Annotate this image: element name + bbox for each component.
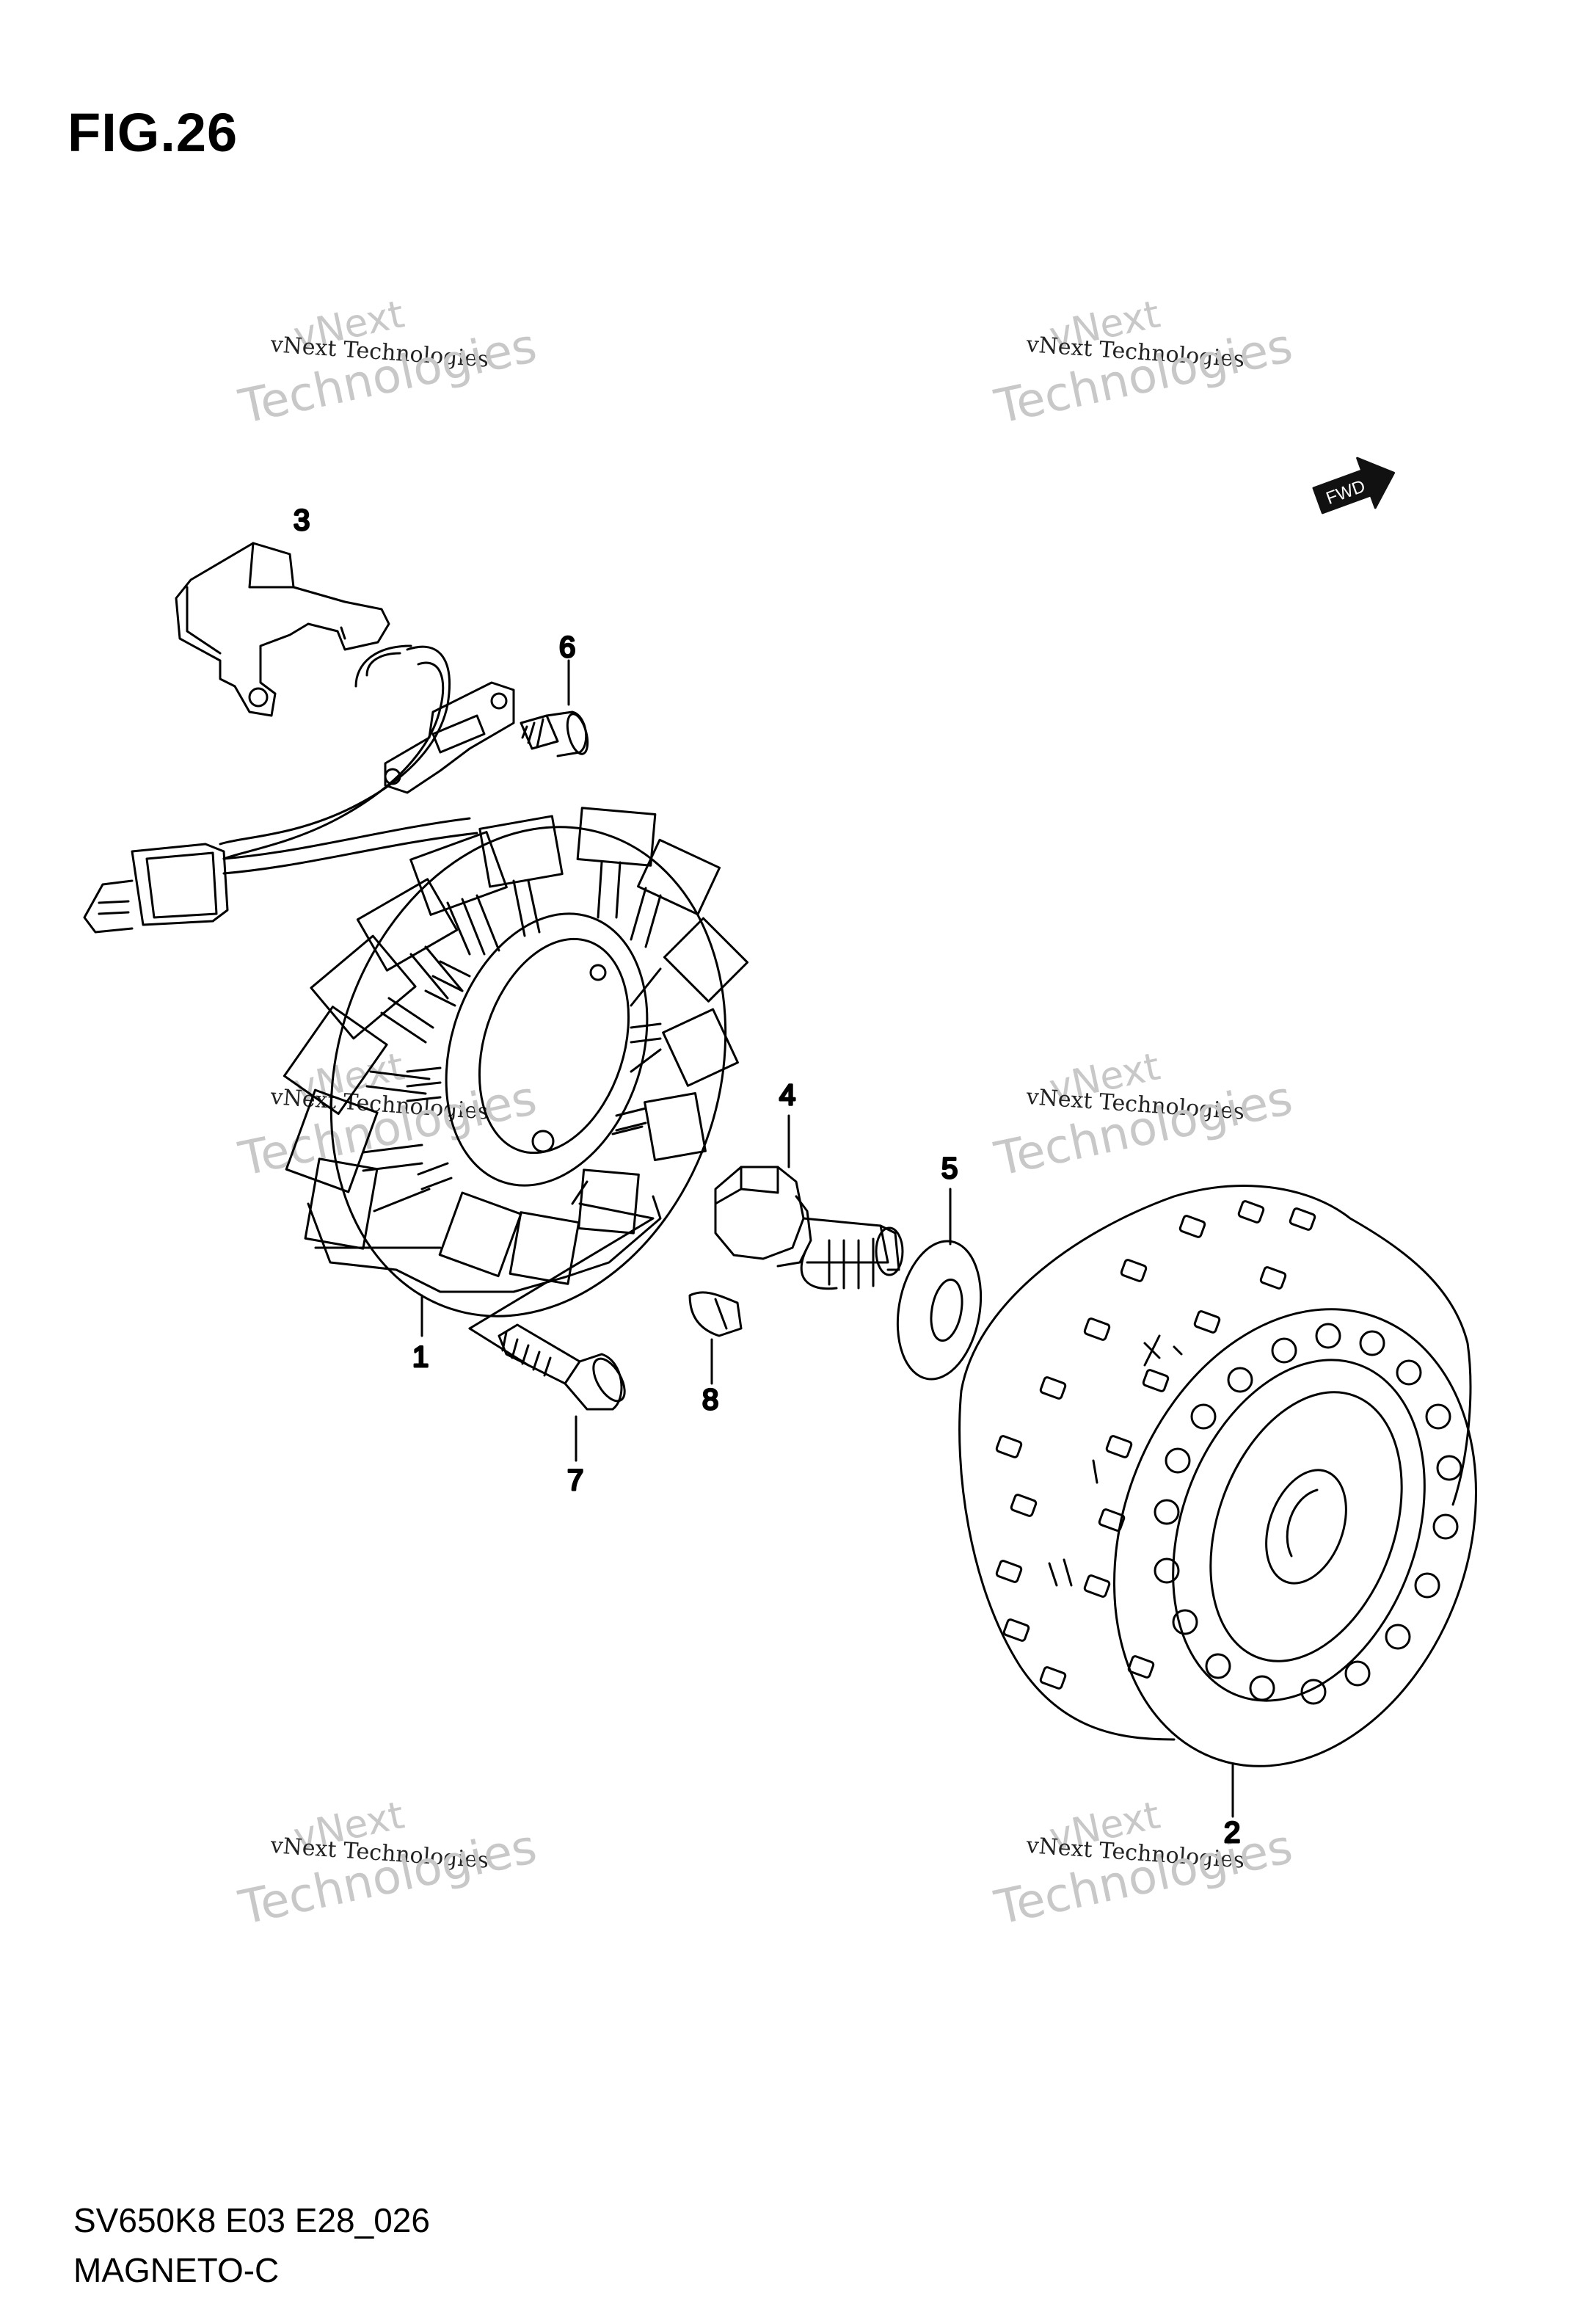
rotor-part <box>958 1185 1477 1818</box>
callout-8: 8 <box>702 1384 718 1416</box>
diagram-name: MAGNETO-C <box>73 2251 280 2289</box>
wire-harness-part <box>83 644 515 934</box>
stator-screw-part <box>498 1323 626 1462</box>
bolt-part <box>714 1114 904 1290</box>
rotor-holes <box>1154 1323 1462 1705</box>
callout-7: 7 <box>567 1464 583 1497</box>
stator-coils <box>283 807 749 1285</box>
callout-3: 3 <box>294 504 310 537</box>
stator-part <box>283 807 749 1367</box>
bracket-part <box>175 542 390 717</box>
callout-1: 1 <box>412 1341 429 1373</box>
callout-2: 2 <box>1224 1817 1240 1849</box>
figure-title: FIG.26 <box>68 102 238 163</box>
callout-4: 4 <box>779 1079 795 1111</box>
fwd-arrow-icon: FWD <box>1312 457 1396 515</box>
rotor-slots <box>995 1200 1316 1690</box>
key-part <box>688 1291 743 1385</box>
callout-6: 6 <box>559 631 575 664</box>
washer-part <box>896 1188 983 1381</box>
small-screw-part <box>520 659 589 757</box>
diagram-code: SV650K8 E03 E28_026 <box>73 2201 430 2239</box>
callout-5: 5 <box>941 1152 958 1185</box>
